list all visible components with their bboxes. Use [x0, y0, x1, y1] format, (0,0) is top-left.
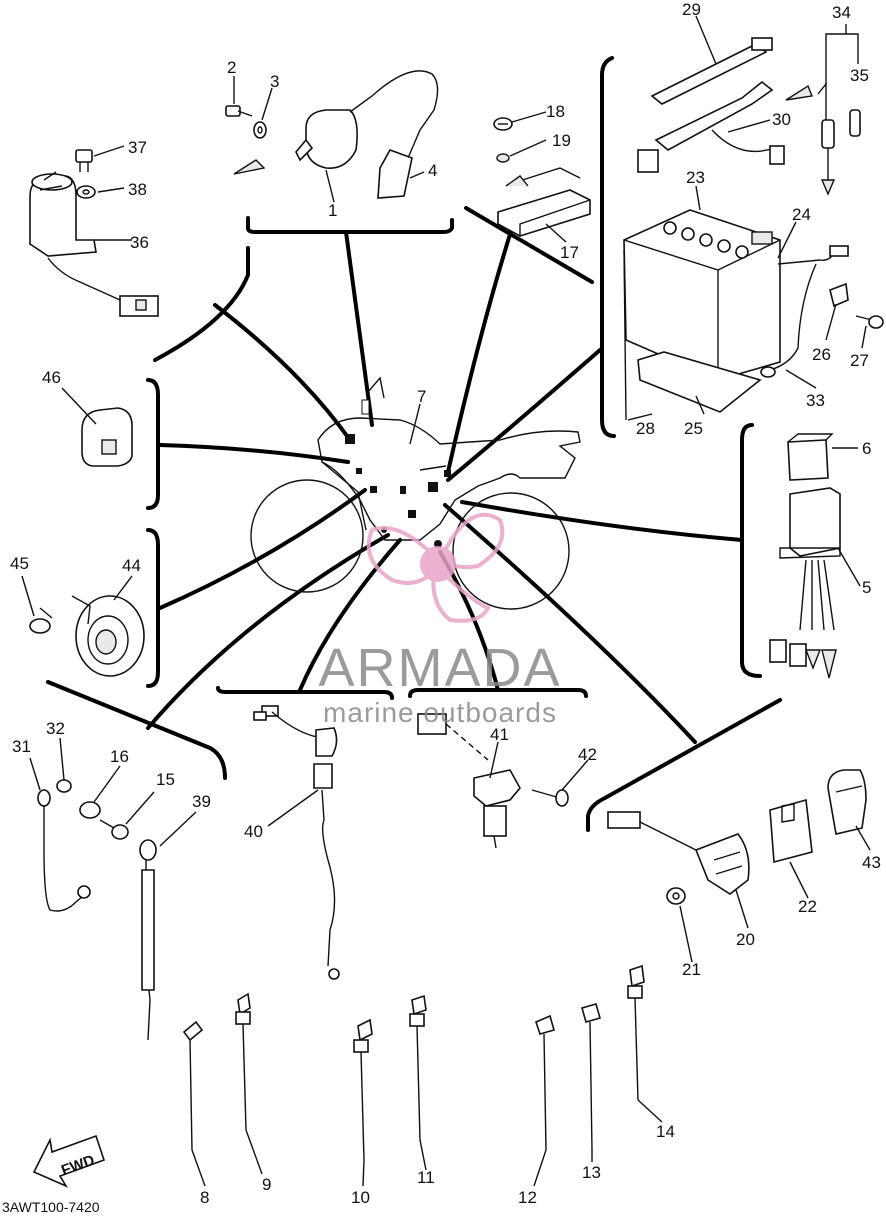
- sensor-part-41: [417, 713, 521, 849]
- relay-part-5: [769, 487, 841, 679]
- screw-part-18: [493, 117, 513, 131]
- bolt-part-27: [855, 315, 884, 329]
- callout-16: 16: [110, 747, 129, 766]
- lead-part-29: [650, 37, 773, 105]
- group-leaders: [146, 226, 744, 744]
- main-switch-part: [29, 171, 159, 317]
- callout-41: 41: [490, 725, 509, 744]
- callout-39: 39: [192, 792, 211, 811]
- callout-26: 26: [812, 345, 831, 364]
- callout-40: 40: [244, 822, 263, 841]
- callout-42: 42: [578, 745, 597, 764]
- callout-23: 23: [686, 168, 705, 187]
- fwd-arrow-icon: [32, 1134, 106, 1188]
- callout-2: 2: [227, 58, 236, 77]
- callout-13: 13: [582, 1163, 601, 1182]
- plug-lead-part-39: [139, 839, 157, 1041]
- cable-ties: [182, 964, 645, 1161]
- callout-35: 35: [850, 66, 869, 85]
- callout-19: 19: [552, 131, 571, 150]
- callout-10: 10: [351, 1188, 370, 1207]
- screw-part-42: [531, 789, 569, 807]
- callout-44: 44: [122, 556, 141, 575]
- washer-part-38: [76, 185, 96, 199]
- callout-numbers: 1 2 3 4 5 6 7 8 9 10 11 12 13 14 15 16 1…: [10, 0, 881, 1207]
- battery-part: [623, 209, 781, 421]
- earth-lead-part-31: [37, 789, 91, 912]
- fuse-holder-part: [785, 82, 861, 196]
- bolt-part-37: [75, 149, 93, 172]
- callout-43: 43: [862, 853, 881, 872]
- callout-11: 11: [417, 1168, 435, 1187]
- nut-part-21: [666, 887, 686, 905]
- motorcycle-silhouette: [250, 376, 581, 610]
- battery-clip-part-26: [829, 282, 849, 308]
- callout-3: 3: [270, 72, 279, 91]
- watermark-tagline: marine outboards: [323, 697, 557, 728]
- callout-5: 5: [862, 578, 871, 597]
- callout-38: 38: [128, 180, 147, 199]
- callout-leaders: [21, 15, 871, 1187]
- callout-9: 9: [262, 1175, 271, 1194]
- drawing-code: 3AWT100-7420: [2, 1199, 100, 1214]
- ignition-coil-part: [233, 70, 439, 199]
- washer-part-3: [253, 121, 267, 139]
- relay-cover-part-6: [787, 433, 834, 481]
- callout-6: 6: [862, 439, 871, 458]
- callout-28: 28: [636, 419, 655, 438]
- watermark-brand: ARMADA: [318, 638, 561, 698]
- coupler-part-43: [827, 769, 867, 835]
- callout-36: 36: [130, 233, 149, 252]
- screw-part-2: [225, 105, 253, 117]
- bolt-part-45: [29, 607, 53, 634]
- callout-34: 34: [832, 3, 851, 22]
- horn-part: [71, 595, 145, 677]
- callout-21: 21: [682, 960, 701, 979]
- callout-18: 18: [546, 102, 565, 121]
- callout-17: 17: [560, 243, 579, 262]
- battery-lead-part-24: [760, 245, 849, 378]
- callout-24: 24: [792, 205, 811, 224]
- screw-part-15: [99, 819, 129, 840]
- callout-27: 27: [850, 351, 869, 370]
- callout-1: 1: [328, 201, 337, 220]
- callout-37: 37: [128, 138, 147, 157]
- callout-45: 45: [10, 554, 29, 573]
- washer-part-19: [496, 153, 510, 163]
- coupler-part-22: [769, 798, 813, 864]
- callout-46: 46: [42, 368, 61, 387]
- rectifier-part: [497, 167, 591, 237]
- propeller-icon: [366, 512, 505, 623]
- callout-30: 30: [772, 110, 791, 129]
- callout-4: 4: [428, 161, 437, 180]
- handle-switch-part: [607, 811, 750, 895]
- callout-31: 31: [12, 737, 31, 756]
- callout-22: 22: [798, 897, 817, 916]
- callout-29: 29: [682, 0, 701, 19]
- callout-8: 8: [200, 1188, 209, 1207]
- lead-part-30: [637, 80, 785, 173]
- callout-25: 25: [684, 419, 703, 438]
- bolt-part-32: [56, 779, 72, 793]
- callout-15: 15: [156, 770, 175, 789]
- callout-12: 12: [518, 1188, 537, 1207]
- callout-20: 20: [736, 930, 755, 949]
- callout-32: 32: [46, 719, 65, 738]
- callout-33: 33: [806, 391, 825, 410]
- neutral-switch-part: [253, 705, 340, 980]
- callout-14: 14: [656, 1122, 675, 1141]
- washer-part-16: [79, 801, 101, 819]
- battery-band-part-25: [637, 351, 762, 413]
- callout-7: 7: [417, 387, 426, 406]
- watermark-logo: ARMADA marine outboards: [318, 512, 561, 728]
